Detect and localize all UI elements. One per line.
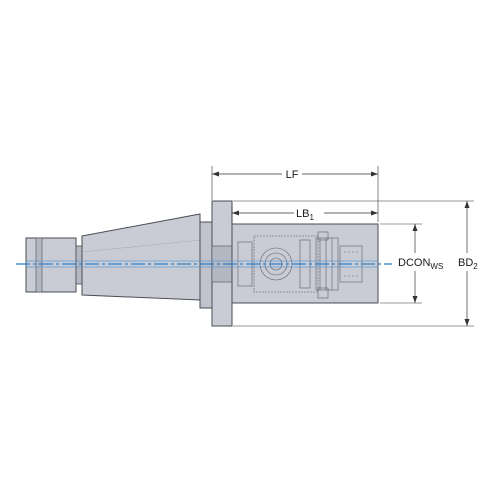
collar [199,221,213,309]
dcon-base: DCON [398,257,430,269]
taper-body [81,213,201,301]
dimension-bd2-label: BD2 [458,257,478,271]
shank [25,237,83,293]
bd2-base: BD [458,257,473,269]
bd2-sub: 2 [473,262,478,271]
shank-groove [35,237,43,293]
dimension-dcon: DCONWS [380,223,451,304]
dimension-lf: LF [211,166,379,222]
taper-cone [81,213,201,301]
dimension-bd2: BD2 [233,200,486,327]
lb1-sub: 1 [309,213,314,222]
dimension-lb1-label: LB1 [296,208,314,222]
taper-shade-line [81,239,201,253]
shank-neck [75,245,83,285]
dimension-dcon-label: DCONWS [398,257,443,271]
shank-body [25,237,77,293]
dimension-lf-label: LF [286,169,299,181]
dcon-sub: WS [430,262,443,271]
lb1-base: LB [296,208,309,220]
flange [211,200,233,327]
centerline [16,260,392,268]
dimension-lb1: LB1 [231,204,378,222]
